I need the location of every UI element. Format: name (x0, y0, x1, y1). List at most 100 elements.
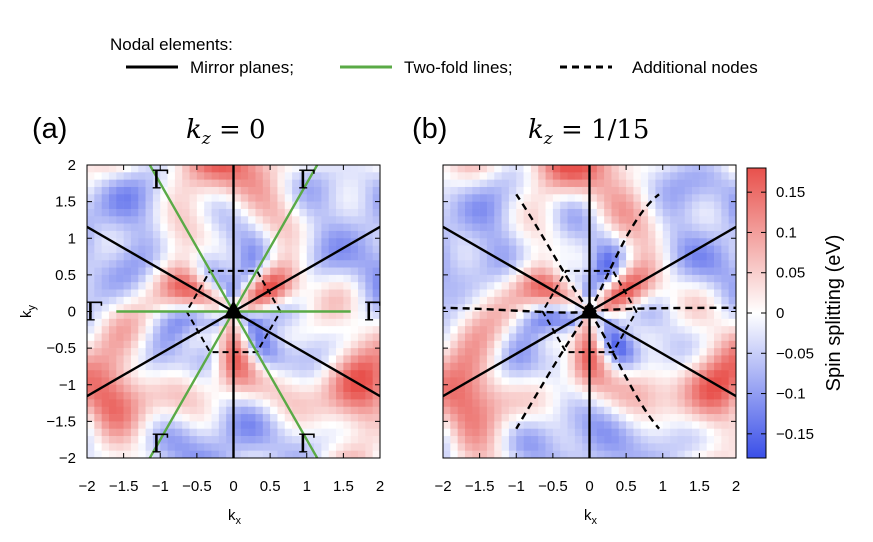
heatmap-cell (292, 421, 300, 430)
heatmap-cell (721, 208, 729, 217)
heatmap-cell (457, 333, 466, 342)
heatmap-cell (457, 289, 466, 298)
heatmap-cell (277, 267, 286, 276)
heatmap-cell (152, 399, 161, 408)
heatmap-cell (662, 392, 671, 400)
heatmap-cell (523, 208, 532, 217)
heatmap-cell (204, 421, 212, 430)
heatmap-cell (160, 436, 168, 444)
heatmap-cell (618, 260, 627, 268)
heatmap-cell (116, 282, 124, 290)
heatmap-cell (284, 304, 293, 312)
heatmap-cell (699, 450, 708, 458)
heatmap-cell (116, 172, 124, 180)
heatmap-cell (479, 172, 488, 180)
heatmap-cell (604, 172, 612, 180)
additional-node-line (515, 193, 591, 313)
heatmap-cell (589, 230, 598, 239)
heatmap-cell (516, 414, 524, 422)
heatmap-cell (523, 326, 532, 334)
gamma-point-label: Γ (298, 166, 316, 196)
heatmap-cell (494, 260, 502, 268)
heatmap-cell (336, 318, 344, 327)
heatmap-cell (640, 172, 649, 180)
heatmap-cell (574, 296, 583, 305)
heatmap-cell (277, 399, 286, 408)
heatmap-cell (472, 186, 480, 195)
heatmap-cell (479, 289, 488, 298)
heatmap-cell (167, 340, 176, 349)
heatmap-cell (443, 282, 451, 290)
heatmap-cell (255, 238, 264, 246)
heatmap-cell (494, 216, 502, 224)
heatmap-cell (321, 384, 330, 393)
heatmap-cell (196, 194, 205, 202)
heatmap-cell (328, 436, 337, 444)
heatmap-cell (545, 326, 554, 334)
heatmap-cell (233, 414, 242, 422)
heatmap-cell (343, 318, 352, 327)
heatmap-cell (567, 421, 576, 430)
heatmap-cell (508, 384, 517, 393)
colorbar-tick-label: −0.15 (776, 426, 814, 443)
heatmap-cell (233, 172, 242, 180)
heatmap-cell (501, 399, 510, 408)
heatmap-cell (648, 165, 656, 173)
heatmap-cell (321, 252, 330, 261)
heatmap-cell (167, 311, 176, 320)
heatmap-cell (160, 201, 168, 210)
heatmap-cell (314, 208, 322, 217)
heatmap-cell (464, 399, 473, 408)
heatmap-cell (530, 304, 539, 312)
heatmap-cell (321, 165, 330, 173)
heatmap-cell (457, 362, 466, 371)
heatmap-cell (677, 340, 686, 349)
heatmap-cell (714, 392, 722, 400)
heatmap-cell (516, 282, 524, 290)
heatmap-cell (167, 421, 176, 430)
heatmap-cell (611, 208, 620, 217)
heatmap-cell (299, 399, 308, 408)
heatmap-cell (494, 406, 502, 415)
colorbar-tick-label: 0.1 (776, 224, 797, 241)
heatmap-cell (174, 370, 183, 378)
heatmap-cell (87, 333, 95, 342)
heatmap-cell (277, 186, 286, 195)
heatmap-cell (589, 245, 598, 254)
heatmap-cell (677, 384, 686, 393)
heatmap-cell (479, 450, 488, 458)
heatmap-cell (233, 223, 242, 232)
heatmap-cell (292, 333, 300, 342)
heatmap-cell (270, 370, 278, 378)
heatmap-cell (145, 311, 154, 320)
heatmap-cell (523, 436, 532, 444)
heatmap-cell (277, 355, 286, 364)
heatmap-cell (365, 377, 373, 386)
heatmap-cell (596, 274, 605, 283)
heatmap-cell (721, 179, 729, 188)
heatmap-cell (350, 267, 359, 276)
heatmap-cell (692, 238, 700, 246)
heatmap-cell (626, 436, 634, 444)
heatmap-cell (87, 179, 95, 188)
heatmap-cell (358, 165, 366, 173)
heatmap-cell (604, 450, 612, 458)
heatmap-cell (101, 172, 110, 180)
heatmap-cell (545, 194, 554, 202)
heatmap-cell (457, 238, 466, 246)
heatmap-cell (328, 414, 337, 422)
heatmap-cell (648, 216, 656, 224)
heatmap-cell (486, 428, 495, 437)
heatmap-cell (589, 172, 598, 180)
heatmap-cell (116, 450, 124, 458)
heatmap-cell (538, 201, 546, 210)
heatmap-cell (626, 318, 634, 327)
heatmap-cell (255, 370, 264, 378)
heatmap-cell (306, 230, 315, 239)
heatmap-cell (479, 201, 488, 210)
heatmap-cell (336, 355, 344, 364)
heatmap-cell (138, 304, 146, 312)
heatmap-cell (626, 326, 634, 334)
heatmap-cell (306, 406, 315, 415)
heatmap-cell (108, 165, 117, 173)
